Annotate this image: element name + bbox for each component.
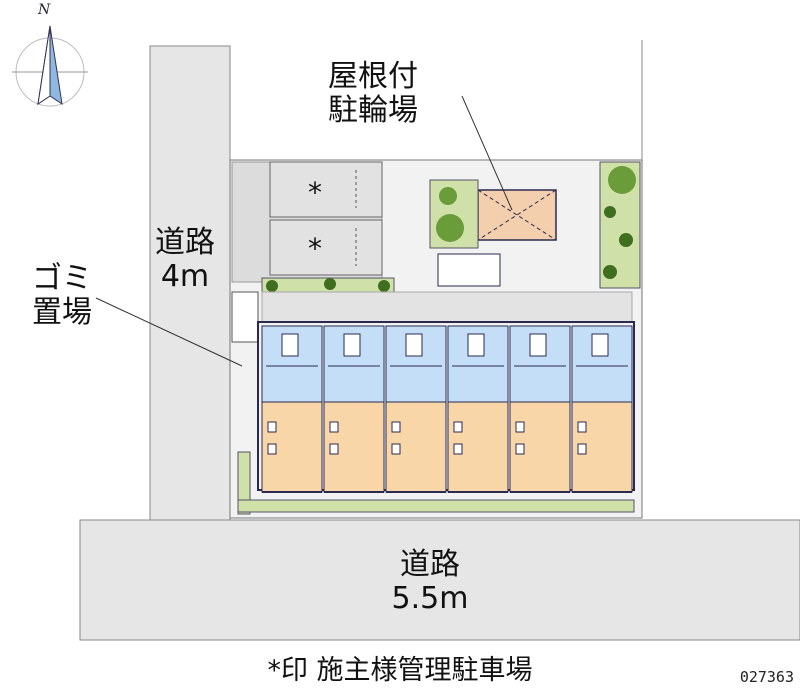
unit-4 — [447, 325, 509, 493]
road-bottom-width: 5.5m — [391, 581, 469, 616]
unit-fixture — [267, 421, 277, 433]
garbage-area — [231, 291, 259, 343]
planting-strip-bottom — [237, 451, 251, 515]
roof-line — [477, 189, 557, 241]
leader-line-garbage — [95, 297, 243, 367]
unit-bath — [281, 333, 299, 357]
tree — [603, 265, 617, 279]
parking-space-1 — [269, 161, 383, 218]
garbage-label-line-1: ゴミ — [32, 261, 92, 296]
tree — [324, 278, 336, 290]
unit-fixture — [453, 443, 463, 455]
legend-text: *印 施主様管理駐車場 — [267, 655, 533, 686]
bike-parking-label-line-2: 駐輪場 — [328, 93, 418, 128]
tree — [608, 166, 636, 194]
unit-3 — [385, 325, 447, 493]
unit-fixture — [391, 443, 401, 455]
compass-north-label: N — [38, 2, 51, 18]
planting-strip-bottom — [237, 499, 635, 513]
road-left-name: 道路 — [155, 225, 215, 260]
unit-fixture — [329, 443, 339, 455]
unit-1 — [261, 325, 323, 493]
tree — [266, 280, 278, 292]
parking-marker-2: * — [308, 232, 322, 265]
leader-line-bike — [461, 95, 513, 211]
unit-2 — [323, 325, 385, 493]
property-code: 027363 — [739, 668, 794, 686]
unit-bath — [467, 333, 485, 357]
road-left-label: 道路 4m — [150, 226, 220, 294]
unit-fixture — [391, 421, 401, 433]
parking-marker-1: * — [308, 176, 322, 209]
unit-bath — [591, 333, 609, 357]
unit-fixture — [577, 443, 587, 455]
garbage-label-line-2: 置場 — [32, 295, 92, 330]
unit-bath — [343, 333, 361, 357]
road-bottom — [79, 519, 800, 641]
units-group — [261, 325, 633, 493]
unit-5 — [509, 325, 571, 493]
stairs — [437, 253, 501, 287]
unit-fixture — [267, 443, 277, 455]
unit-bath — [529, 333, 547, 357]
tree — [378, 280, 390, 292]
tree — [604, 206, 616, 218]
unit-fixture — [515, 421, 525, 433]
roof-line — [477, 189, 557, 241]
tree — [439, 187, 457, 205]
unit-fixture — [453, 421, 463, 433]
tree — [619, 233, 633, 247]
bike-parking-label-line-1: 屋根付 — [328, 59, 418, 94]
bike-parking-label: 屋根付 駐輪場 — [318, 60, 428, 128]
road-left-width: 4m — [160, 259, 210, 294]
unit-6 — [571, 325, 633, 493]
garbage-label: ゴミ 置場 — [22, 262, 102, 330]
walkway — [261, 291, 633, 323]
unit-fixture — [515, 443, 525, 455]
tree — [436, 214, 464, 242]
unit-bath — [405, 333, 423, 357]
parking-space-2 — [269, 219, 383, 276]
unit-fixture — [329, 421, 339, 433]
unit-fixture — [577, 421, 587, 433]
compass-icon — [12, 25, 88, 107]
road-bottom-name: 道路 — [400, 547, 460, 582]
road-bottom-label: 道路 5.5m — [330, 548, 530, 616]
